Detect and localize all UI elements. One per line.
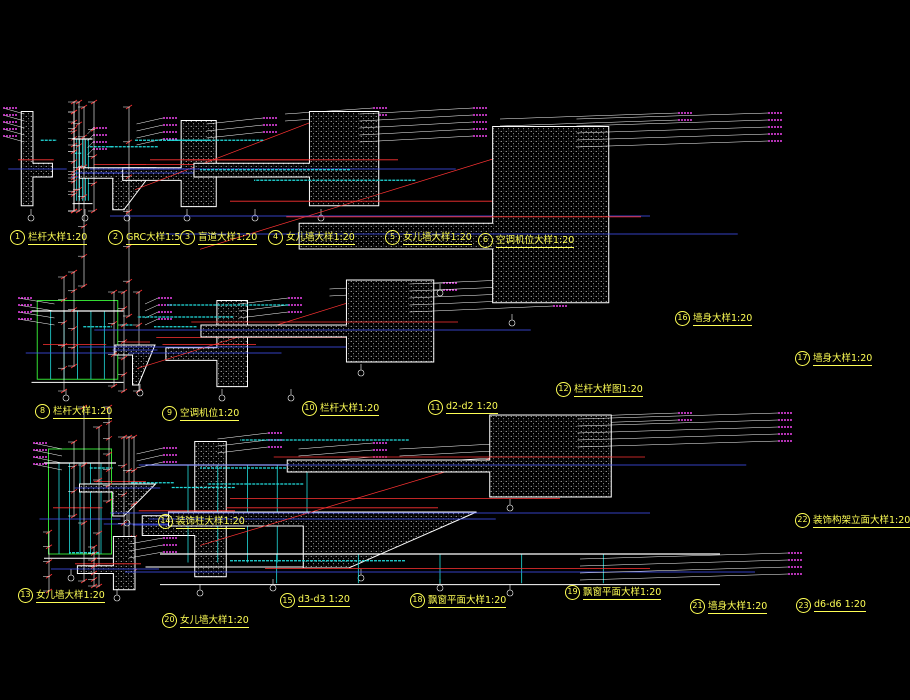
detail-title: 飘窗平面大样1:20 (583, 584, 662, 600)
detail-number-circle: 6 (478, 232, 493, 248)
detail-title: 栏杆大样图1:20 (574, 381, 643, 397)
detail-number-circle: 9 (162, 405, 177, 421)
detail-number-circle: 8 (35, 403, 50, 419)
detail-number-circle: 12 (556, 381, 571, 397)
detail-title: 栏杆大样1:20 (53, 403, 113, 419)
detail-drawing-8 (17, 289, 143, 402)
detail-title: 栏杆大样1:20 (320, 400, 380, 416)
detail-title: 盲道大样1:20 (198, 229, 258, 245)
detail-drawing-14 (68, 439, 177, 527)
detail-number-circle: 22 (795, 512, 810, 528)
detail-title: 空调机位大样1:20 (496, 232, 575, 248)
detail-number-circle: 19 (565, 584, 580, 600)
detail-number-circle: 21 (690, 598, 705, 614)
detail-title: d3-d3 1:20 (298, 594, 350, 607)
detail-title: 墙身大样1:20 (813, 350, 873, 366)
detail-title: 装饰柱大样1:20 (176, 513, 245, 529)
detail-number-circle: 14 (158, 513, 173, 529)
detail-title: 栏杆大样1:20 (28, 229, 88, 245)
detail-number-circle: 3 (180, 229, 195, 245)
detail-drawings (2, 99, 802, 602)
detail-number-circle: 17 (795, 350, 810, 366)
detail-number-circle: 15 (280, 593, 295, 608)
detail-title: 女儿墙大样1:20 (36, 587, 105, 603)
detail-drawing-17 (123, 104, 782, 327)
detail-title: d2-d2 1:20 (446, 401, 498, 414)
detail-number-circle: 18 (410, 592, 425, 608)
detail-title: 飘窗平面大样1:20 (428, 592, 507, 608)
detail-drawing-19 (128, 434, 527, 582)
detail-title: 空调机位1:20 (180, 405, 240, 421)
detail-drawing-23 (88, 544, 802, 597)
detail-number-circle: 11 (428, 400, 443, 415)
detail-number-circle: 1 (10, 229, 25, 245)
detail-title: 女儿墙大样1:20 (286, 229, 355, 245)
detail-title: 墙身大样1:20 (693, 310, 753, 326)
detail-title: 女儿墙大样1:20 (403, 229, 472, 245)
detail-number-circle: 13 (18, 587, 33, 603)
detail-number-circle: 16 (675, 310, 690, 326)
detail-number-circle: 23 (796, 598, 811, 613)
detail-number-circle: 10 (302, 400, 317, 416)
detail-drawing-6 (88, 99, 487, 222)
detail-title: 女儿墙大样1:20 (180, 612, 249, 628)
detail-number-circle: 20 (162, 612, 177, 628)
detail-number-circle: 4 (268, 229, 283, 245)
detail-drawing-3 (68, 109, 177, 222)
detail-title: 墙身大样1:20 (708, 598, 768, 614)
detail-number-circle: 5 (385, 229, 400, 245)
detail-drawing-22 (103, 404, 792, 512)
detail-drawing-1 (2, 99, 78, 222)
detail-title: d6-d6 1:20 (814, 599, 866, 612)
detail-number-circle: 2 (108, 229, 123, 245)
detail-title: GRC大样1:5 (126, 229, 181, 245)
detail-title: 装饰构架立面大样1:20 (813, 512, 910, 528)
